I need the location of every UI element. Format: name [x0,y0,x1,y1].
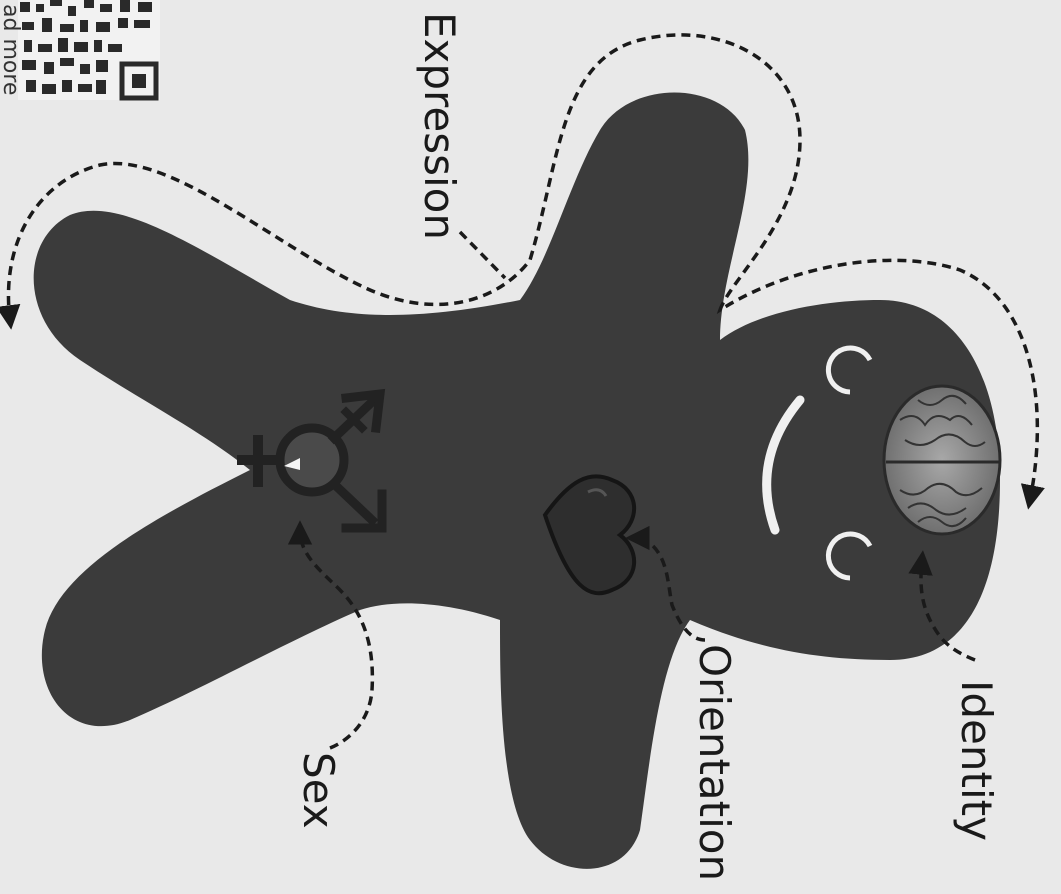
qr-code: ad more [0,0,160,100]
gingerbread-figure [34,93,1000,869]
label-expression: Expression [415,12,464,240]
expression-pointer-dash [460,232,505,278]
label-sex: Sex [294,752,343,829]
label-orientation: Orientation [690,644,739,881]
qr-caption: ad more [0,4,23,95]
brain-icon [884,386,1000,534]
figure-body [34,93,1000,869]
label-identity: Identity [952,680,1001,841]
